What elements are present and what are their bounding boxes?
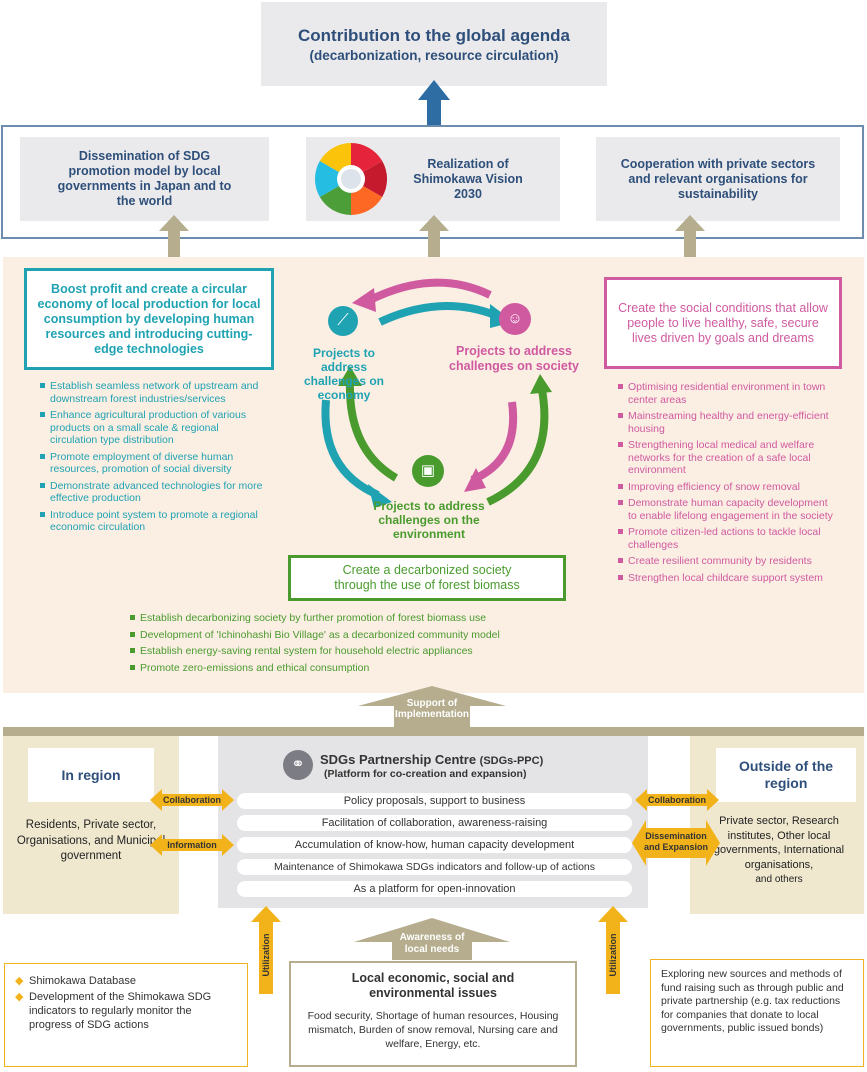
environment-heading-text: Create a decarbonized society through th… — [334, 563, 520, 592]
in-region-title: In region — [61, 767, 121, 783]
utilization-right-label: Utilization — [608, 933, 618, 977]
environment-heading-box: Create a decarbonized society through th… — [288, 555, 566, 601]
people-icon: ☺ — [499, 303, 531, 335]
global-agenda-title: Contribution to the global agenda — [298, 26, 570, 45]
dissemination-text: Dissemination of SDG promotion model by … — [57, 149, 232, 208]
list-item: Enhance agricultural production of vario… — [40, 409, 265, 447]
support-arrow-icon — [358, 686, 506, 728]
collab-right-label: Collaboration — [648, 795, 706, 805]
economy-heading-box: Boost profit and create a circular econo… — [24, 268, 274, 370]
up-arrow-tan-center-icon — [419, 215, 449, 259]
cooperation-text: Cooperation with private sectors and rel… — [620, 156, 816, 201]
local-issues-box: Local economic, social and environmental… — [289, 961, 577, 1067]
vision-text: Realization of Shimokawa Vision 2030 — [413, 157, 523, 201]
collab-left-arrow-icon — [150, 789, 234, 811]
handshake-icon: ⚭ — [283, 750, 313, 780]
list-item: Promote employment of diverse human reso… — [40, 451, 265, 476]
list-item: Demonstrate human capacity development t… — [618, 497, 833, 522]
ppc-row-indicators: Maintenance of Shimokawa SDGs indicators… — [237, 859, 632, 875]
economy-list: Establish seamless network of upstream a… — [40, 380, 265, 538]
society-list: Optimising residential environment in to… — [618, 381, 833, 588]
cycle-environment-label: Projects to address challenges on the en… — [373, 499, 485, 541]
environment-factory-icon: ▣ — [412, 455, 444, 487]
support-label: Support of Implementation — [395, 698, 469, 720]
ppc-title-abbr: (SDGs-PPC) — [479, 755, 544, 767]
in-region-body: Residents, Private sector, Organisations… — [16, 819, 166, 862]
awareness-arrow-icon — [354, 918, 510, 960]
ppc-title: SDGs Partnership Centre (SDGs-PPC) — [320, 752, 620, 769]
in-region-title-box: In region — [28, 748, 154, 802]
database-item: ◆ Shimokawa Database — [15, 974, 237, 988]
list-item: Establish seamless network of upstream a… — [40, 380, 265, 405]
list-item: Establish decarbonizing society by furth… — [130, 612, 600, 625]
database-item-text: Shimokawa Database — [29, 975, 137, 987]
vision-box: Realization of Shimokawa Vision 2030 — [306, 137, 560, 221]
dissemination-box: Dissemination of SDG promotion model by … — [20, 137, 269, 221]
fundraising-box: Exploring new sources and methods of fun… — [650, 959, 864, 1067]
ppc-subtitle: (Platform for co-creation and expansion) — [324, 768, 527, 780]
collab-right-arrow-icon — [635, 789, 719, 811]
economy-growth-icon: ⟋ — [328, 306, 358, 336]
cooperation-box: Cooperation with private sectors and rel… — [596, 137, 840, 221]
utilization-left-arrow-icon — [251, 906, 281, 994]
local-issues-title: Local economic, social and environmental… — [351, 971, 515, 1000]
outside-title: Outside of the region — [738, 758, 834, 791]
database-item-text: Development of the Shimokawa SDG indicat… — [29, 991, 212, 1031]
database-item: ◆ Development of the Shimokawa SDG indic… — [15, 990, 237, 1032]
global-agenda-subtitle: (decarbonization, resource circulation) — [309, 48, 559, 63]
diamond-icon: ◆ — [15, 991, 24, 1003]
cycle-economy-label: Projects to address challenges on econom… — [303, 346, 385, 402]
environment-list: Establish decarbonizing society by furth… — [130, 612, 600, 678]
outside-title-box: Outside of the region — [716, 748, 856, 802]
list-item: Create resilient community by residents — [618, 555, 833, 568]
cycle-arrows — [321, 278, 552, 508]
outside-body-small: and others — [755, 874, 803, 885]
economy-heading-text: Boost profit and create a circular econo… — [37, 281, 261, 356]
collab-left-label: Collaboration — [163, 795, 221, 805]
fundraising-text: Exploring new sources and methods of fun… — [661, 968, 844, 1034]
list-item: Establish energy-saving rental system fo… — [130, 645, 600, 658]
list-item: Improving efficiency of snow removal — [618, 481, 833, 494]
utilization-left-label: Utilization — [261, 933, 271, 977]
up-arrow-tan-left-icon — [159, 215, 189, 259]
list-item: Strengthening local medical and welfare … — [618, 439, 833, 477]
sdg-wheel-icon — [314, 143, 388, 216]
info-left-arrow-icon — [150, 834, 234, 856]
ppc-row-knowhow: Accumulation of know-how, human capacity… — [237, 837, 632, 853]
list-item: Mainstreaming healthy and energy-efficie… — [618, 410, 833, 435]
list-item: Strengthen local childcare support syste… — [618, 572, 833, 585]
outside-body: Private sector, Research institutes, Oth… — [696, 814, 862, 888]
local-issues-body: Food security, Shortage of human resourc… — [307, 1010, 559, 1050]
cycle-society-label: Projects to address challenges on societ… — [449, 344, 579, 373]
database-box: ◆ Shimokawa Database ◆ Development of th… — [4, 963, 248, 1067]
dissem-right-label: Dissemination and Expansion — [644, 831, 709, 852]
platform-bar — [3, 727, 864, 736]
list-item: Introduce point system to promote a regi… — [40, 509, 265, 534]
list-item: Demonstrate advanced technologies for mo… — [40, 480, 265, 505]
list-item: Development of 'Ichinohashi Bio Village'… — [130, 629, 600, 642]
utilization-right-arrow-icon — [598, 906, 628, 994]
ppc-row-facilitation: Facilitation of collaboration, awareness… — [237, 815, 632, 831]
outside-body-text: Private sector, Research institutes, Oth… — [713, 815, 845, 871]
ppc-row-policy: Policy proposals, support to business — [237, 793, 632, 809]
up-arrow-navy-icon — [418, 80, 450, 138]
list-item: Promote zero-emissions and ethical consu… — [130, 662, 600, 675]
global-agenda-box: Contribution to the global agenda (decar… — [261, 2, 607, 86]
dissem-right-arrow-icon — [632, 820, 720, 866]
diamond-icon: ◆ — [15, 975, 24, 987]
ppc-title-main: SDGs Partnership Centre — [320, 752, 477, 767]
up-arrow-tan-right-icon — [675, 215, 705, 259]
list-item: Promote citizen-led actions to tackle lo… — [618, 526, 833, 551]
info-left-label: Information — [167, 840, 217, 850]
list-item: Optimising residential environment in to… — [618, 381, 833, 406]
awareness-label: Awareness of local needs — [399, 932, 465, 955]
ppc-row-platform: As a platform for open-innovation — [237, 881, 632, 897]
society-heading-box: Create the social conditions that allow … — [604, 277, 842, 369]
society-heading-text: Create the social conditions that allow … — [618, 300, 828, 345]
